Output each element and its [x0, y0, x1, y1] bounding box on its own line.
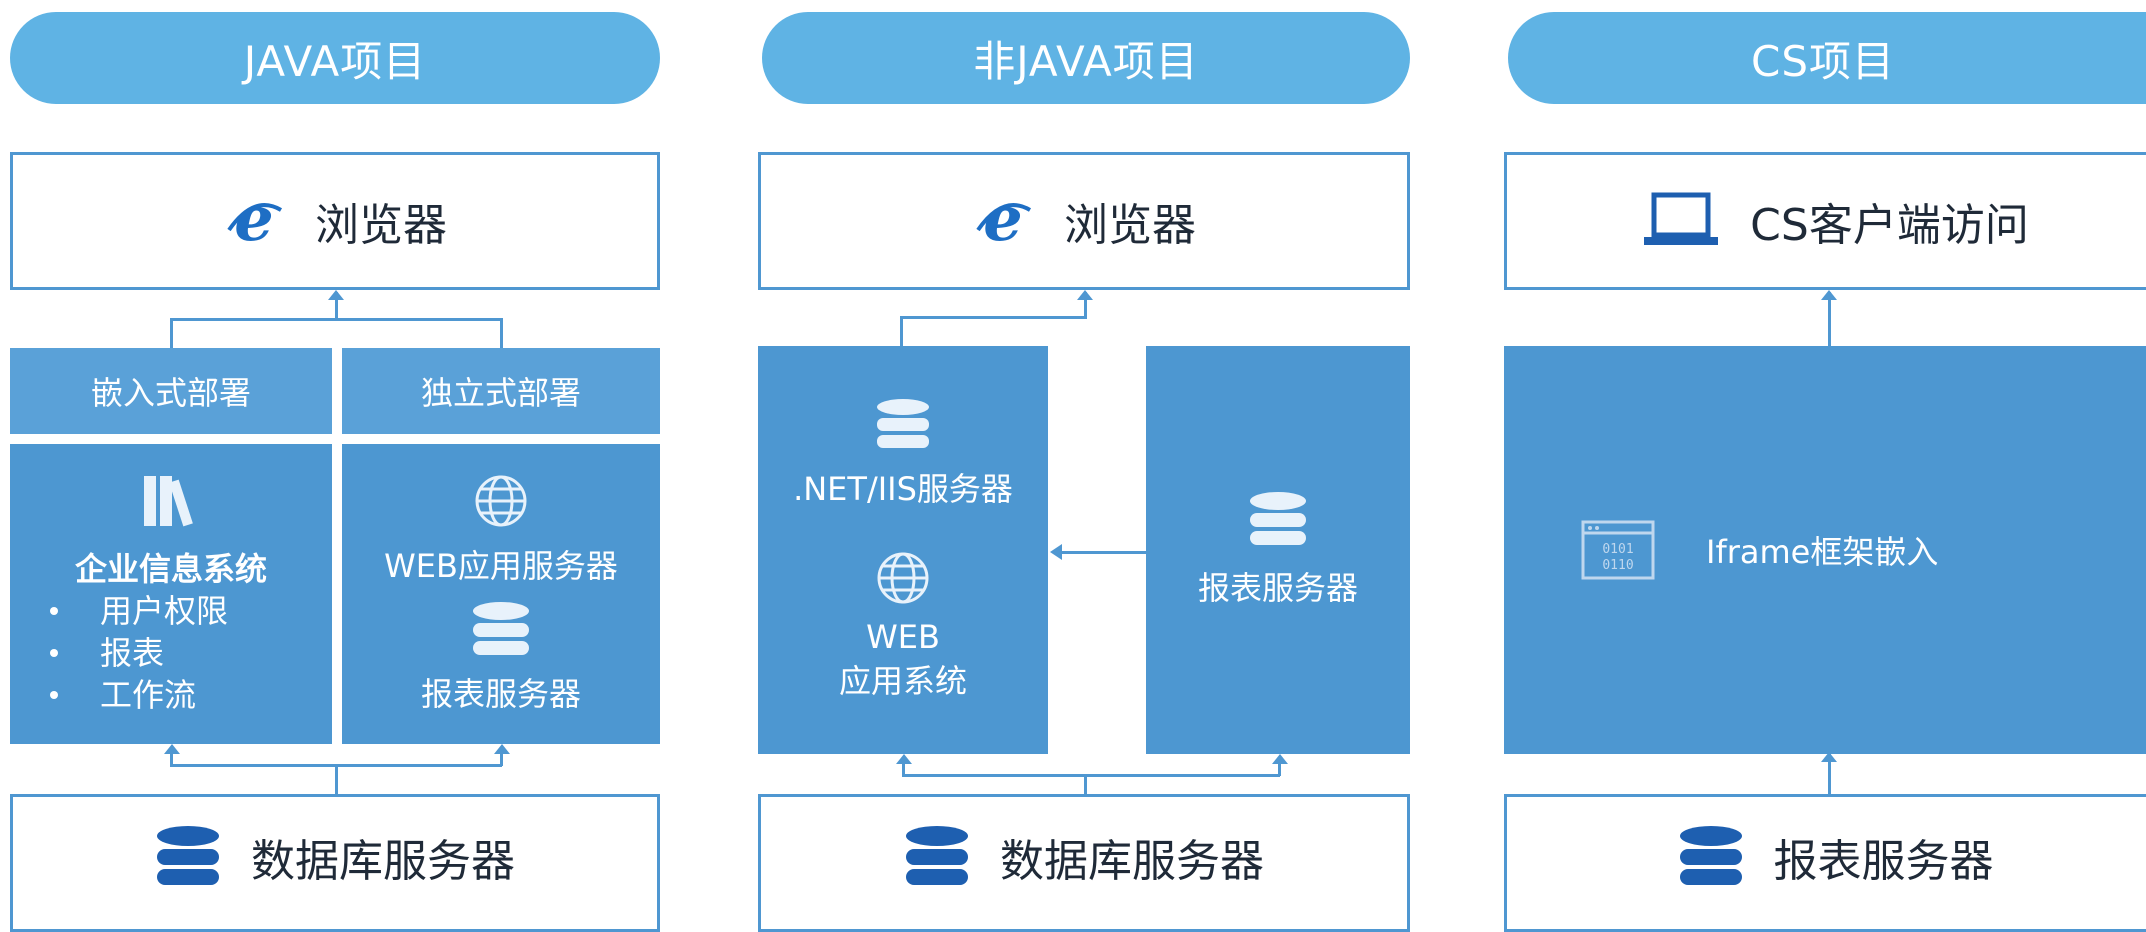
- nonjava-project-title: 非JAVA项目: [973, 36, 1199, 86]
- java-browser-box: e 浏览器: [10, 152, 660, 290]
- enterprise-feature-list: 用户权限 报表 工作流: [50, 590, 228, 716]
- globe-icon: [875, 550, 931, 606]
- database-icon: [155, 825, 221, 887]
- connector-line: [1084, 292, 1087, 319]
- database-icon: [904, 825, 970, 887]
- database-icon: [874, 398, 932, 452]
- web-label: WEB: [866, 618, 940, 656]
- standalone-deploy-label: 独立式部署: [420, 374, 581, 412]
- report-server-label: 报表服务器: [420, 675, 581, 713]
- java-project-title: JAVA项目: [243, 36, 427, 86]
- standalone-server-block: WEB应用服务器 报表服务器: [342, 444, 660, 744]
- nonjava-report-block: 报表服务器: [1146, 346, 1410, 754]
- arrow-left-icon: [1050, 544, 1062, 560]
- report-server-label: 报表服务器: [1197, 569, 1358, 607]
- web-app-server-label: WEB应用服务器: [384, 547, 618, 585]
- connector-line: [900, 316, 1086, 319]
- nonjava-project-header: 非JAVA项目: [762, 12, 1410, 104]
- iframe-embed-label: Iframe框架嵌入: [1706, 533, 1939, 571]
- enterprise-system-title: 企业信息系统: [74, 550, 267, 588]
- java-database-label: 数据库服务器: [251, 836, 515, 887]
- database-icon: [1247, 491, 1309, 549]
- arrow-up-icon: [1077, 290, 1093, 300]
- connector-line: [1060, 551, 1146, 554]
- connector-line: [335, 766, 338, 794]
- web-app-system-label: 应用系统: [838, 662, 967, 700]
- java-database-box: 数据库服务器: [10, 794, 660, 932]
- connector-line: [500, 318, 503, 348]
- connector-line: [170, 764, 502, 767]
- ie-browser-icon: e: [972, 190, 1034, 252]
- nonjava-database-label: 数据库服务器: [1000, 836, 1264, 887]
- connector-line: [170, 318, 173, 348]
- cs-report-label: 报表服务器: [1773, 836, 1994, 887]
- cs-project-header: CS项目: [1508, 12, 2146, 104]
- cs-project-title: CS项目: [1751, 36, 1895, 86]
- connector-line: [1278, 760, 1281, 776]
- connector-line: [900, 316, 903, 346]
- arrow-up-icon: [164, 744, 180, 754]
- svg-text:e: e: [234, 190, 273, 252]
- standalone-deploy-header: 独立式部署: [342, 348, 660, 434]
- connector-line: [1828, 292, 1831, 346]
- books-icon: [140, 472, 202, 530]
- arrow-up-icon: [494, 744, 510, 754]
- list-item: 报表: [50, 632, 228, 674]
- ie-browser-icon: e: [223, 190, 285, 252]
- database-icon: [470, 601, 532, 659]
- java-browser-label: 浏览器: [315, 200, 447, 251]
- net-iis-block: .NET/IIS服务器 WEB 应用系统: [758, 346, 1048, 754]
- java-project-header: JAVA项目: [10, 12, 660, 104]
- connector-line: [902, 760, 905, 776]
- arrow-up-icon: [328, 290, 344, 300]
- cs-report-box: 报表服务器: [1504, 794, 2146, 932]
- list-item: 工作流: [50, 674, 228, 716]
- connector-line: [335, 292, 338, 320]
- laptop-icon: [1642, 191, 1720, 251]
- svg-text:e: e: [983, 190, 1022, 252]
- database-icon: [1678, 825, 1744, 887]
- nonjava-database-box: 数据库服务器: [758, 794, 1410, 932]
- connector-line: [1828, 754, 1831, 794]
- svg-text:0110: 0110: [1602, 558, 1633, 573]
- embedded-deploy-header: 嵌入式部署: [10, 348, 332, 434]
- connector-line: [170, 750, 173, 766]
- arrow-up-icon: [1272, 754, 1288, 764]
- connector-line: [500, 750, 503, 766]
- connector-line: [902, 774, 1280, 777]
- enterprise-system-block: 企业信息系统 用户权限 报表 工作流: [10, 444, 332, 744]
- arrow-up-icon: [1821, 290, 1837, 300]
- svg-text:0101: 0101: [1602, 542, 1633, 557]
- nonjava-browser-box: e 浏览器: [758, 152, 1410, 290]
- arrow-up-icon: [896, 754, 912, 764]
- cs-client-label: CS客户端访问: [1750, 200, 2029, 251]
- connector-line: [1084, 776, 1087, 794]
- cs-client-box: CS客户端访问: [1504, 152, 2146, 290]
- list-item: 用户权限: [50, 590, 228, 632]
- globe-icon: [473, 473, 529, 529]
- net-iis-server-label: .NET/IIS服务器: [793, 470, 1013, 508]
- embedded-deploy-label: 嵌入式部署: [90, 374, 251, 412]
- arrow-up-icon: [1821, 752, 1837, 762]
- nonjava-browser-label: 浏览器: [1064, 200, 1196, 251]
